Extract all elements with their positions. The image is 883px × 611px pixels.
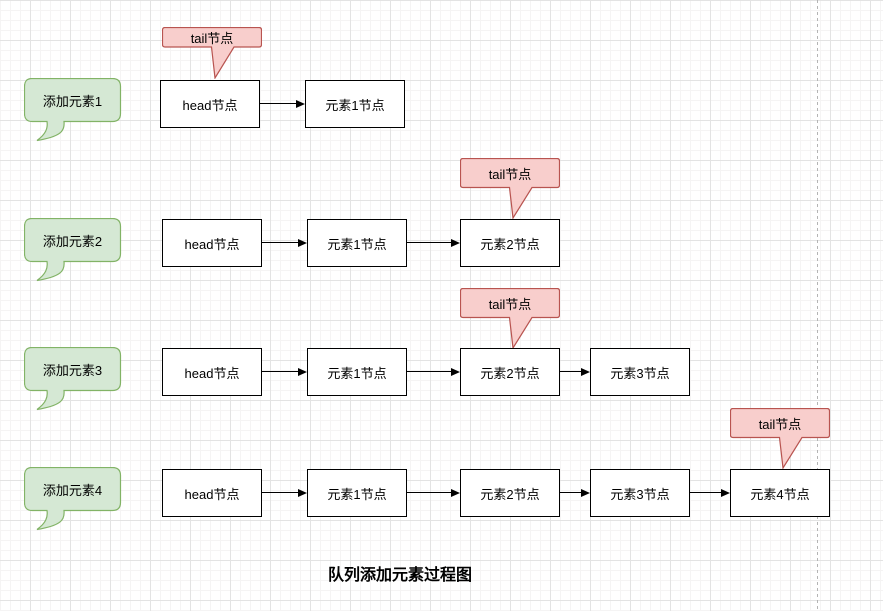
step-callout-3[interactable]: 添加元素3: [24, 347, 124, 413]
arrow-connector[interactable]: [262, 367, 307, 376]
node-box-element2[interactable]: 元素2节点: [460, 219, 560, 267]
arrow-connector[interactable]: [407, 367, 460, 376]
node-box-element1[interactable]: 元素1节点: [307, 348, 407, 396]
tail-pointer-shape: [460, 288, 560, 349]
tail-callout-1[interactable]: tail节点: [162, 27, 262, 79]
node-box-element1[interactable]: 元素1节点: [307, 219, 407, 267]
node-label: 元素1节点: [327, 486, 387, 502]
node-box-head[interactable]: head节点: [162, 219, 262, 267]
speech-bubble-shape: [24, 347, 122, 411]
node-box-element2[interactable]: 元素2节点: [460, 348, 560, 396]
arrow-connector[interactable]: [560, 367, 590, 376]
node-box-element3[interactable]: 元素3节点: [590, 469, 690, 517]
node-label: 元素2节点: [480, 486, 540, 502]
node-label: head节点: [184, 365, 240, 381]
node-box-element1[interactable]: 元素1节点: [307, 469, 407, 517]
node-box-element2[interactable]: 元素2节点: [460, 469, 560, 517]
step-callout-label: 添加元素2: [42, 233, 103, 249]
tail-callout-4[interactable]: tail节点: [730, 408, 830, 469]
node-label: 元素4节点: [750, 486, 810, 502]
node-label: head节点: [182, 97, 238, 113]
node-box-head[interactable]: head节点: [162, 348, 262, 396]
arrow-connector[interactable]: [407, 488, 460, 497]
tail-pointer-shape: [162, 27, 262, 79]
node-label: 元素1节点: [327, 236, 387, 252]
step-callout-label: 添加元素3: [42, 362, 103, 378]
node-label: 元素1节点: [327, 365, 387, 381]
tail-pointer-shape: [460, 158, 560, 219]
node-box-element4[interactable]: 元素4节点: [730, 469, 830, 517]
step-callout-label: 添加元素1: [42, 93, 103, 109]
tail-callout-label: tail节点: [488, 166, 532, 182]
tail-callout-label: tail节点: [758, 416, 802, 432]
arrow-connector[interactable]: [690, 488, 730, 497]
arrow-connector[interactable]: [260, 99, 305, 108]
speech-bubble-shape: [24, 78, 122, 142]
step-callout-4[interactable]: 添加元素4: [24, 467, 124, 533]
tail-pointer-shape: [730, 408, 830, 469]
diagram-title[interactable]: 队列添加元素过程图: [327, 567, 472, 584]
speech-bubble-shape: [24, 218, 122, 282]
node-box-element3[interactable]: 元素3节点: [590, 348, 690, 396]
tail-callout-label: tail节点: [190, 30, 234, 46]
speech-bubble-shape: [24, 467, 122, 531]
step-callout-2[interactable]: 添加元素2: [24, 218, 124, 284]
step-callout-1[interactable]: 添加元素1: [24, 78, 124, 144]
tail-callout-3[interactable]: tail节点: [460, 288, 560, 349]
page-boundary-dashed-line: [817, 0, 818, 611]
step-callout-label: 添加元素4: [42, 482, 103, 498]
arrow-connector[interactable]: [407, 238, 460, 247]
node-box-element1[interactable]: 元素1节点: [305, 80, 405, 128]
node-box-head[interactable]: head节点: [162, 469, 262, 517]
node-label: 元素2节点: [480, 365, 540, 381]
node-label: 元素1节点: [325, 97, 385, 113]
node-label: head节点: [184, 486, 240, 502]
node-label: 元素2节点: [480, 236, 540, 252]
node-label: head节点: [184, 236, 240, 252]
node-box-head[interactable]: head节点: [160, 80, 260, 128]
arrow-connector[interactable]: [262, 488, 307, 497]
tail-callout-2[interactable]: tail节点: [460, 158, 560, 219]
tail-callout-label: tail节点: [488, 296, 532, 312]
arrow-connector[interactable]: [560, 488, 590, 497]
arrow-connector[interactable]: [262, 238, 307, 247]
node-label: 元素3节点: [610, 365, 670, 381]
node-label: 元素3节点: [610, 486, 670, 502]
